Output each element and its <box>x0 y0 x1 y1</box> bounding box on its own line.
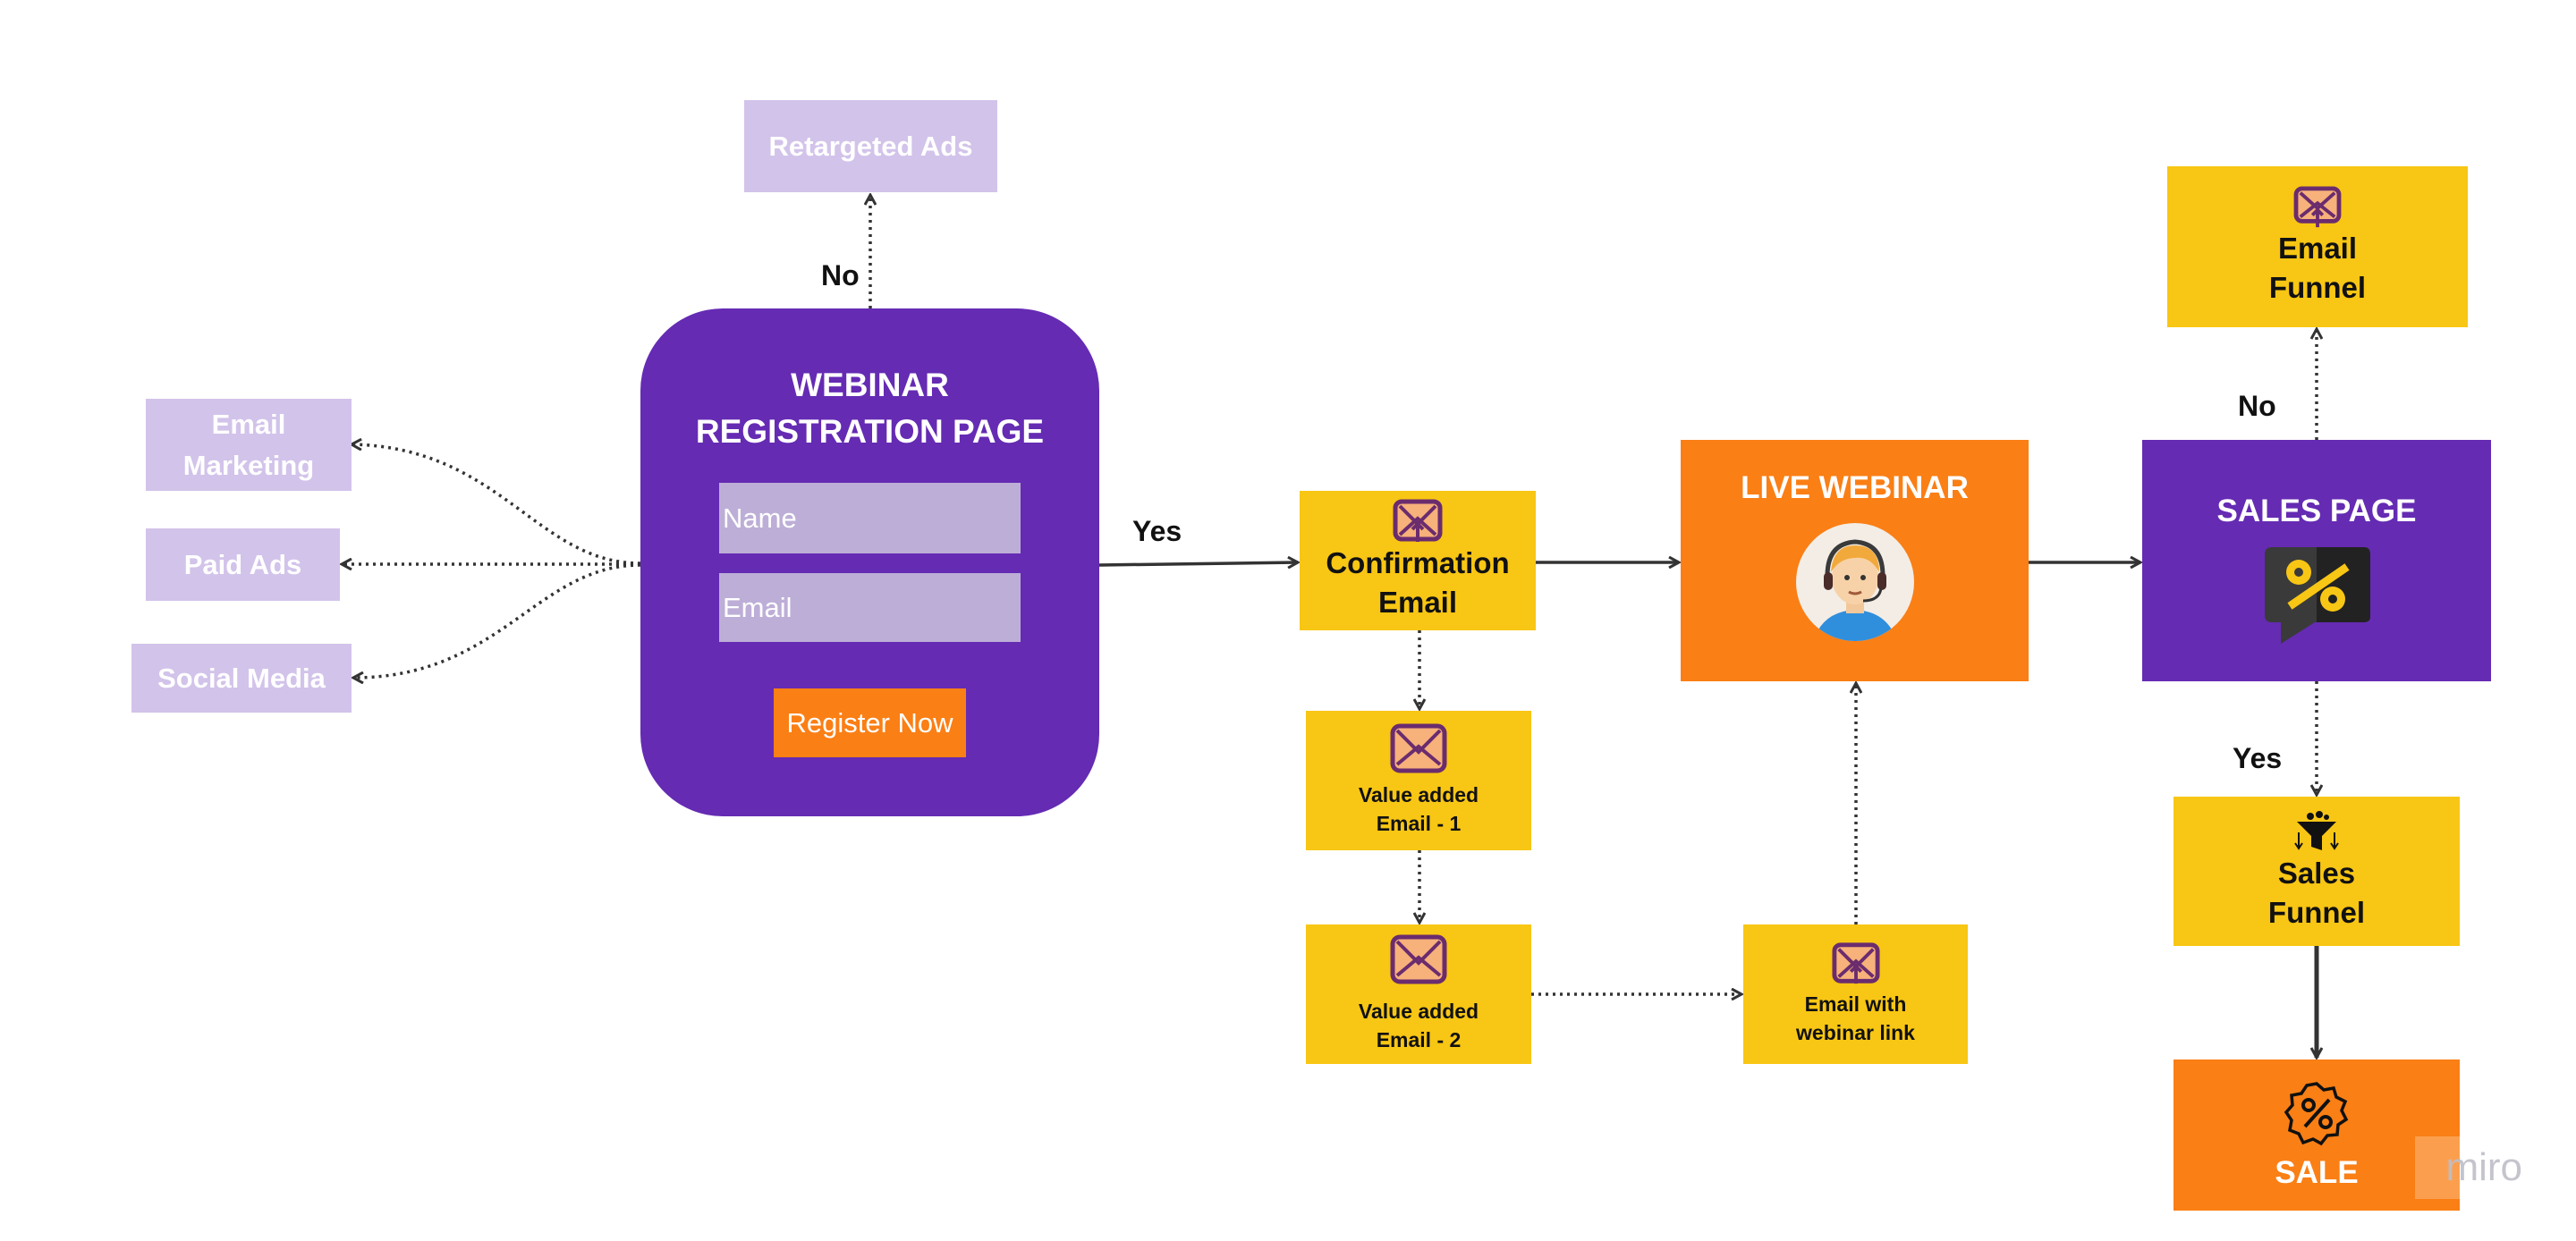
edge-label-registration-no: No <box>821 259 860 291</box>
edge-registration-confirmation <box>1098 562 1298 565</box>
email-send-icon <box>1393 499 1443 542</box>
confirmation-email-node[interactable]: Confirmation Email <box>1300 491 1536 630</box>
webinar-host-avatar-icon <box>1795 523 1914 641</box>
email-funnel-node[interactable]: Email Funnel <box>2167 166 2468 327</box>
name-input[interactable]: Name <box>719 483 1021 553</box>
value-email-2-node[interactable]: Value added Email - 2 <box>1306 924 1531 1064</box>
paid-ads-label: Paid Ads <box>183 548 302 580</box>
edge-registration-email-marketing <box>352 444 641 565</box>
social-media-label: Social Media <box>157 662 326 694</box>
discount-tag-icon <box>2265 547 2370 644</box>
email-marketing-node[interactable]: Email Marketing <box>146 399 352 491</box>
funnel-icon <box>2294 810 2339 850</box>
registration-title: WEBINAR REGISTRATION PAGE <box>695 367 1045 450</box>
register-now-button[interactable]: Register Now <box>774 688 966 757</box>
discount-badge-icon <box>2284 1081 2349 1145</box>
email-input[interactable]: Email <box>719 573 1021 642</box>
email-send-icon <box>2293 186 2342 228</box>
envelope-icon <box>1390 723 1447 773</box>
live-webinar-node[interactable]: LIVE WEBINAR <box>1681 440 2029 681</box>
edge-registration-social-media <box>353 563 641 678</box>
envelope-icon <box>1390 934 1447 984</box>
miro-watermark: miro <box>2415 1136 2522 1199</box>
sale-node[interactable]: SALE <box>2174 1059 2460 1211</box>
paid-ads-node[interactable]: Paid Ads <box>146 528 340 601</box>
email-webinar-link-node[interactable]: Email with webinar link <box>1743 924 1968 1064</box>
edge-label-registration-yes: Yes <box>1132 515 1182 547</box>
edge-label-sales-yes: Yes <box>2233 742 2283 774</box>
value-email-1-node[interactable]: Value added Email - 1 <box>1306 711 1531 850</box>
sales-funnel-node[interactable]: Sales Funnel <box>2174 797 2460 946</box>
live-webinar-label: LIVE WEBINAR <box>1741 470 1969 505</box>
email-marketing-label: Email Marketing <box>182 408 315 481</box>
sales-page-label: SALES PAGE <box>2216 494 2417 528</box>
retargeted-ads-label: Retargeted Ads <box>768 130 973 162</box>
email-send-icon <box>1831 942 1880 984</box>
social-media-node[interactable]: Social Media <box>131 644 352 713</box>
retargeted-ads-node[interactable]: Retargeted Ads <box>744 100 997 192</box>
edge-label-sales-no: No <box>2238 390 2276 422</box>
sales-page-node[interactable]: SALES PAGE <box>2142 440 2491 681</box>
